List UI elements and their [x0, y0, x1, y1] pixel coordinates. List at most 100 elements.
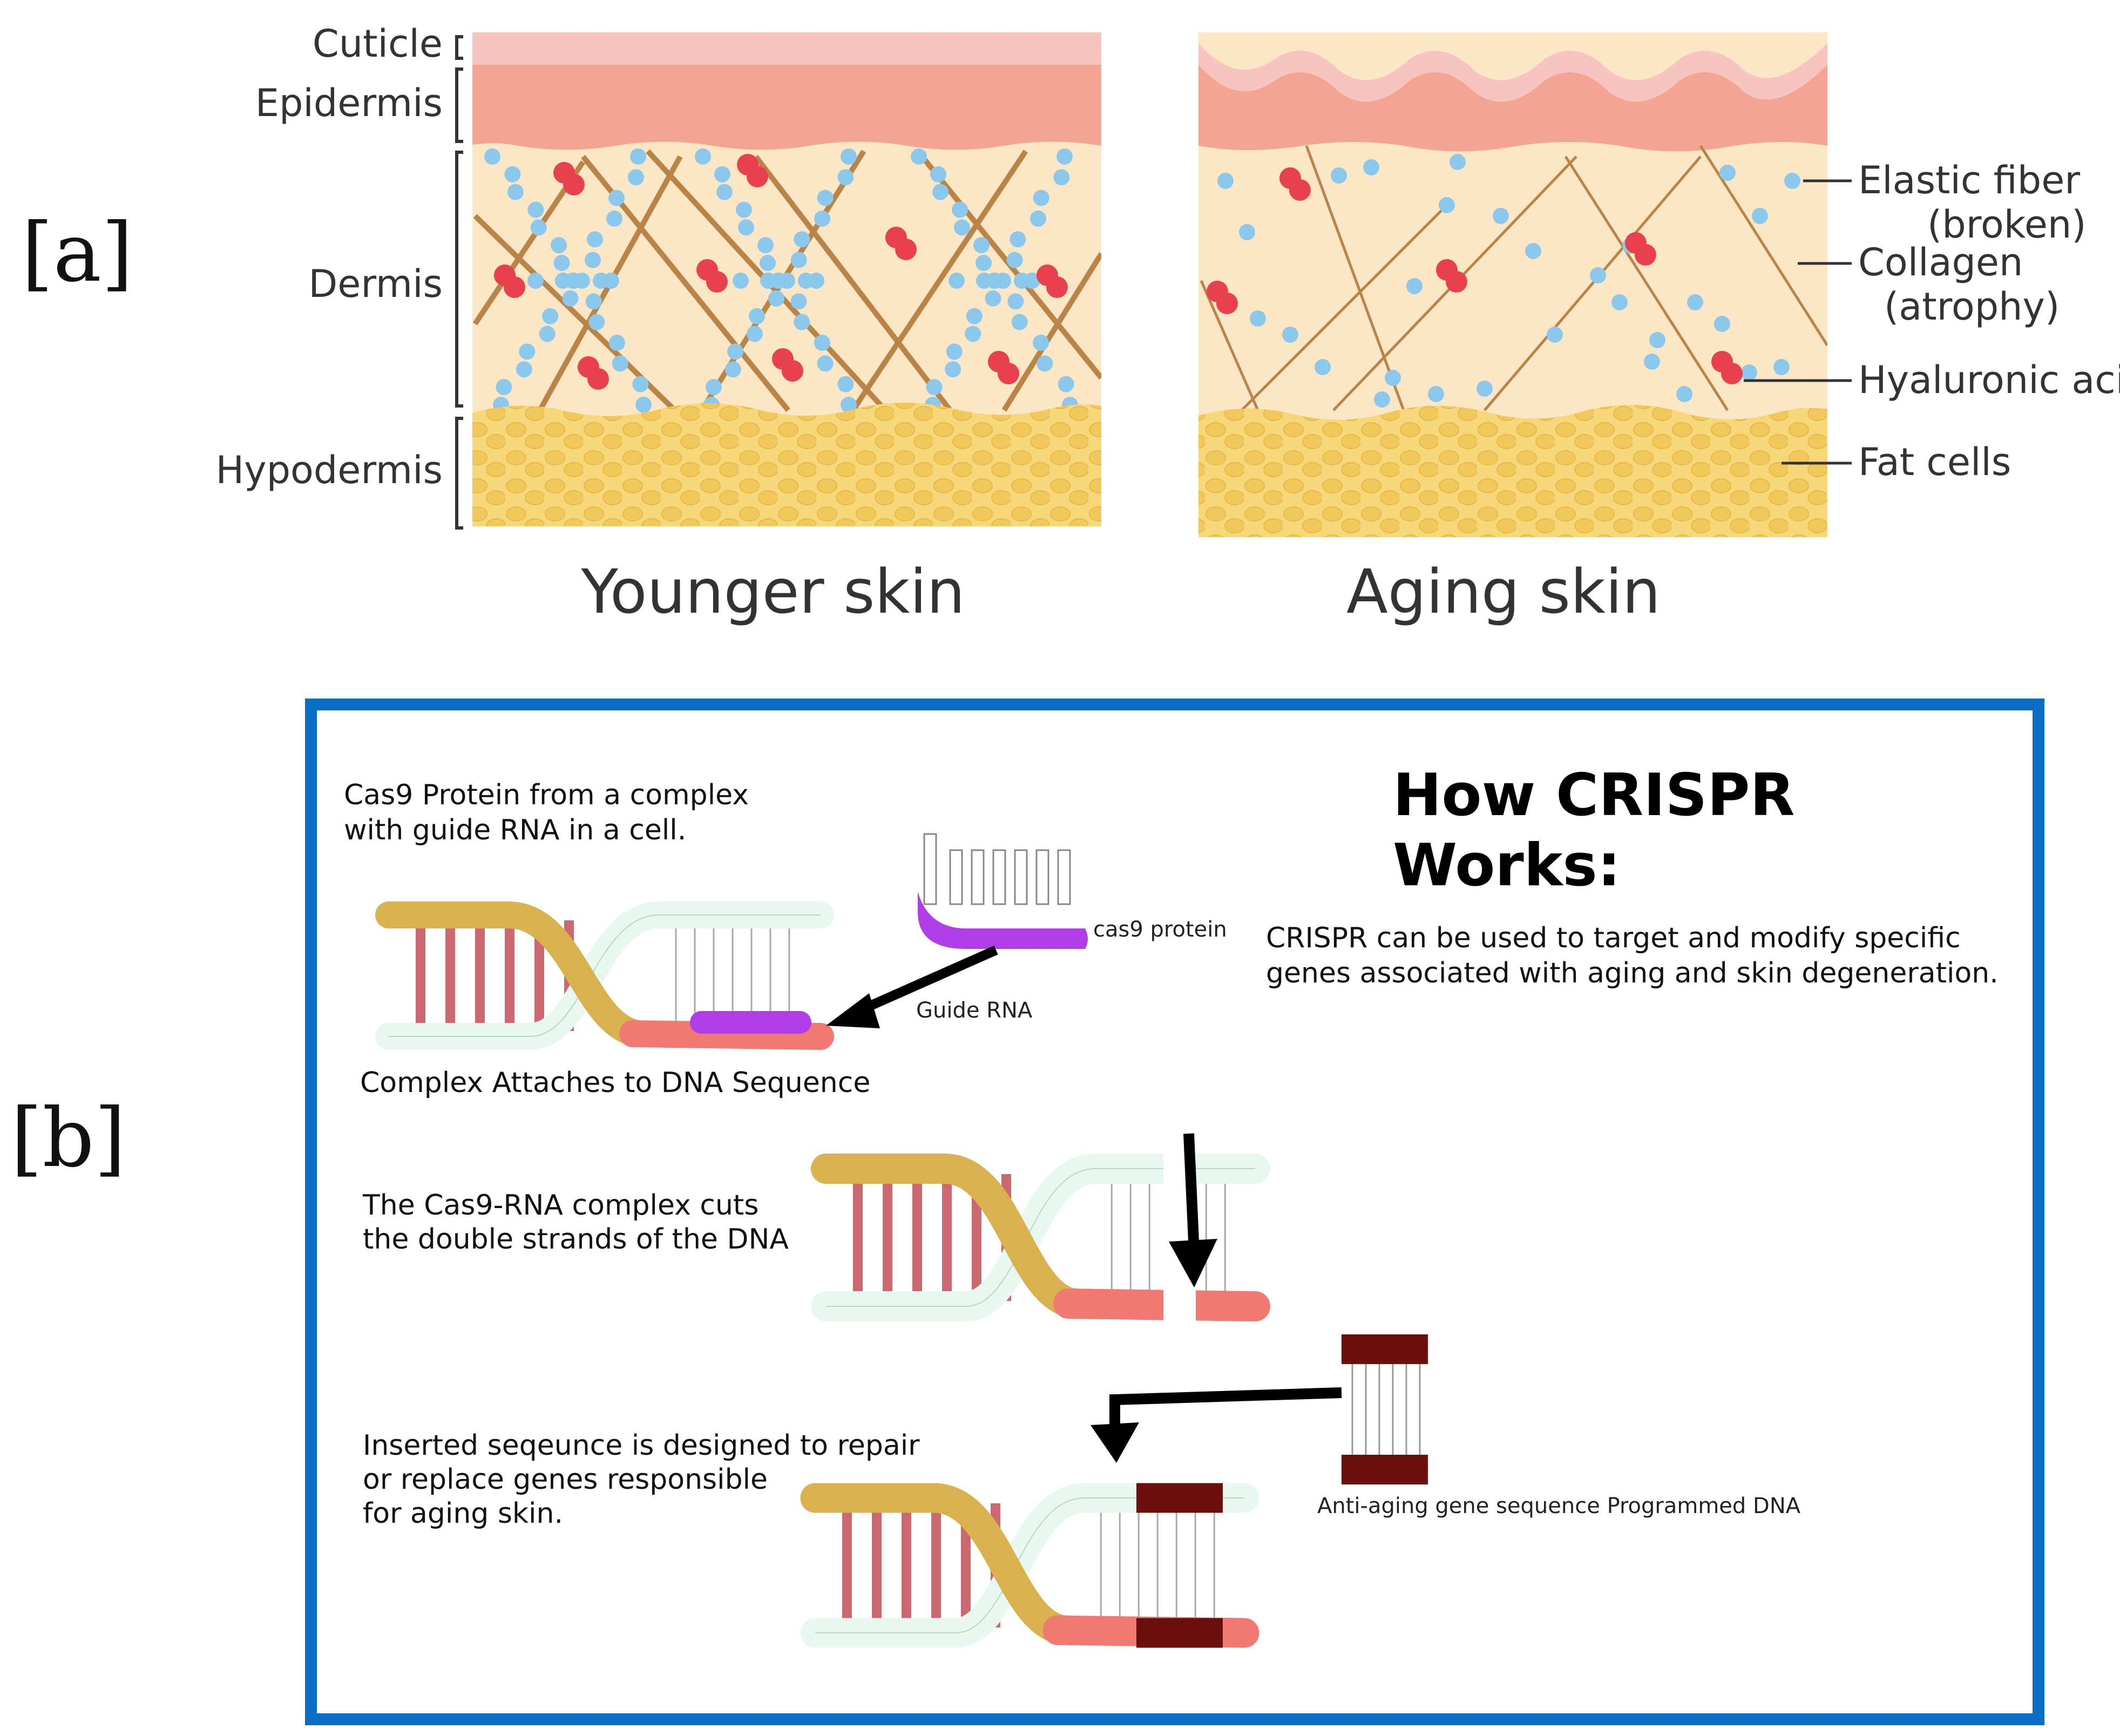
dermis-bracket	[455, 151, 463, 408]
elastic-bead	[706, 379, 722, 396]
programmed-dna-top	[1342, 1334, 1428, 1364]
elastic-bead	[1406, 278, 1423, 294]
callout-hyaluronic-acid: Hyaluronic acid	[1858, 358, 2120, 402]
step3-line1: Inserted seqeunce is designed to repair	[363, 1429, 920, 1462]
elastic-bead	[695, 148, 711, 165]
dna-rung	[505, 920, 514, 1031]
step2-line1: The Cas9-RNA complex cuts	[362, 1189, 758, 1222]
elastic-bead	[841, 148, 857, 165]
elastic-bead	[635, 397, 652, 413]
cut-arrow	[1169, 1133, 1217, 1287]
elastic-bead	[507, 184, 524, 200]
aging-elastic-fibers	[1217, 154, 1800, 408]
elastic-bead	[976, 255, 992, 272]
hyaluronic-molecule	[998, 363, 1019, 384]
elastic-bead	[973, 237, 990, 254]
dna-rung	[902, 1503, 911, 1628]
elastic-bead	[1590, 267, 1606, 283]
callout-collagen: Collagen	[1858, 240, 2023, 284]
dna-helix-step1	[375, 901, 834, 1050]
elastic-bead	[814, 211, 830, 227]
elastic-bead	[628, 169, 644, 186]
elastic-bead	[837, 169, 854, 186]
elastic-bead	[504, 166, 521, 182]
hyaluronic-molecule	[706, 271, 728, 293]
elastic-bead	[736, 201, 752, 218]
elastic-bead	[747, 326, 763, 342]
cas9-tooth	[971, 849, 985, 905]
epidermis-bracket	[455, 67, 463, 143]
cas9-tooth	[1014, 849, 1028, 905]
younger-hypodermis	[472, 402, 1101, 526]
dna-rung	[534, 920, 544, 1031]
collagen-fiber	[1564, 155, 1729, 411]
cas9-tooth	[992, 849, 1006, 905]
cas9-tooth	[1035, 849, 1049, 905]
elastic-bead	[733, 273, 749, 289]
elastic-bead	[1217, 173, 1234, 189]
elastic-bead	[1250, 310, 1266, 327]
programmed-dna	[1342, 1334, 1428, 1484]
elastic-bead	[749, 308, 765, 324]
dna-backbone-salmon	[619, 1020, 834, 1050]
elastic-bead	[1547, 327, 1563, 343]
elastic-bead	[837, 376, 854, 392]
collagen-fiber	[1200, 280, 1259, 411]
elastic-bead	[1611, 294, 1628, 310]
elastic-bead	[911, 148, 927, 165]
hyaluronic-molecule	[1046, 276, 1068, 298]
dna-insert-bottom	[1136, 1618, 1223, 1648]
attach-label: Complex Attaches to DNA Sequence	[360, 1067, 870, 1099]
younger-cuticle	[472, 32, 1101, 65]
elastic-bead	[965, 326, 981, 342]
elastic-bead	[1450, 154, 1466, 170]
dna-backbone-gold	[800, 1483, 1078, 1645]
dna-rung	[961, 1503, 971, 1628]
dna-rung	[842, 1503, 852, 1628]
elastic-bead	[539, 326, 556, 342]
younger-skin-caption: Younger skin	[581, 557, 965, 627]
dna-rung	[416, 920, 425, 1031]
elastic-bead	[551, 237, 567, 254]
collagen-fiber	[1699, 145, 1827, 347]
elastic-bead	[794, 231, 810, 248]
insert-arrow	[1091, 1387, 1342, 1463]
elastic-bead	[817, 189, 834, 206]
hyaluronic-molecule	[782, 360, 803, 382]
elastic-bead	[1010, 231, 1026, 248]
elastic-bead	[727, 343, 743, 360]
cuticle-label: Cuticle	[313, 22, 443, 66]
collagen-fiber	[1241, 204, 1448, 411]
cas9-tooth	[923, 833, 937, 905]
callout-collagen-atrophy: (atrophy)	[1884, 284, 2060, 329]
elastic-bead	[530, 219, 547, 236]
elastic-bead	[1033, 335, 1049, 351]
panel-a: [a] Cuticle Epider	[22, 22, 2120, 627]
elastic-bead	[519, 343, 536, 360]
elastic-bead	[608, 189, 625, 206]
elastic-bead	[1525, 243, 1541, 259]
elastic-bead	[1024, 273, 1040, 289]
elastic-bead	[790, 293, 807, 310]
callout-fat-cells: Fat cells	[1858, 440, 2011, 484]
elastic-bead	[1037, 355, 1053, 372]
elastic-bead	[725, 361, 741, 378]
crispr-title-line2: Works:	[1393, 832, 1621, 899]
hypodermis-bracket	[455, 417, 463, 530]
callout-elastic-broken: (broken)	[1927, 202, 2087, 247]
dna-backbone-gold	[375, 901, 652, 1047]
step3-line3: for aging skin.	[363, 1497, 563, 1530]
elastic-bead	[588, 314, 605, 330]
epidermis-label: Epidermis	[255, 81, 443, 125]
elastic-bead	[609, 335, 625, 351]
elastic-bead	[516, 361, 532, 378]
dna-rung	[942, 1174, 952, 1301]
hyaluronic-molecule	[1635, 244, 1656, 266]
hyaluronic-molecule	[1446, 271, 1467, 293]
step1-line2: with guide RNA in a cell.	[344, 814, 686, 846]
guide-rna-arrow	[826, 945, 998, 1028]
aging-skin-caption: Aging skin	[1346, 557, 1661, 627]
dna-backbone-gold	[811, 1154, 1089, 1319]
panel-b-letter: [b]	[11, 1091, 126, 1185]
step2-line2: the double strands of the DNA	[363, 1223, 789, 1256]
